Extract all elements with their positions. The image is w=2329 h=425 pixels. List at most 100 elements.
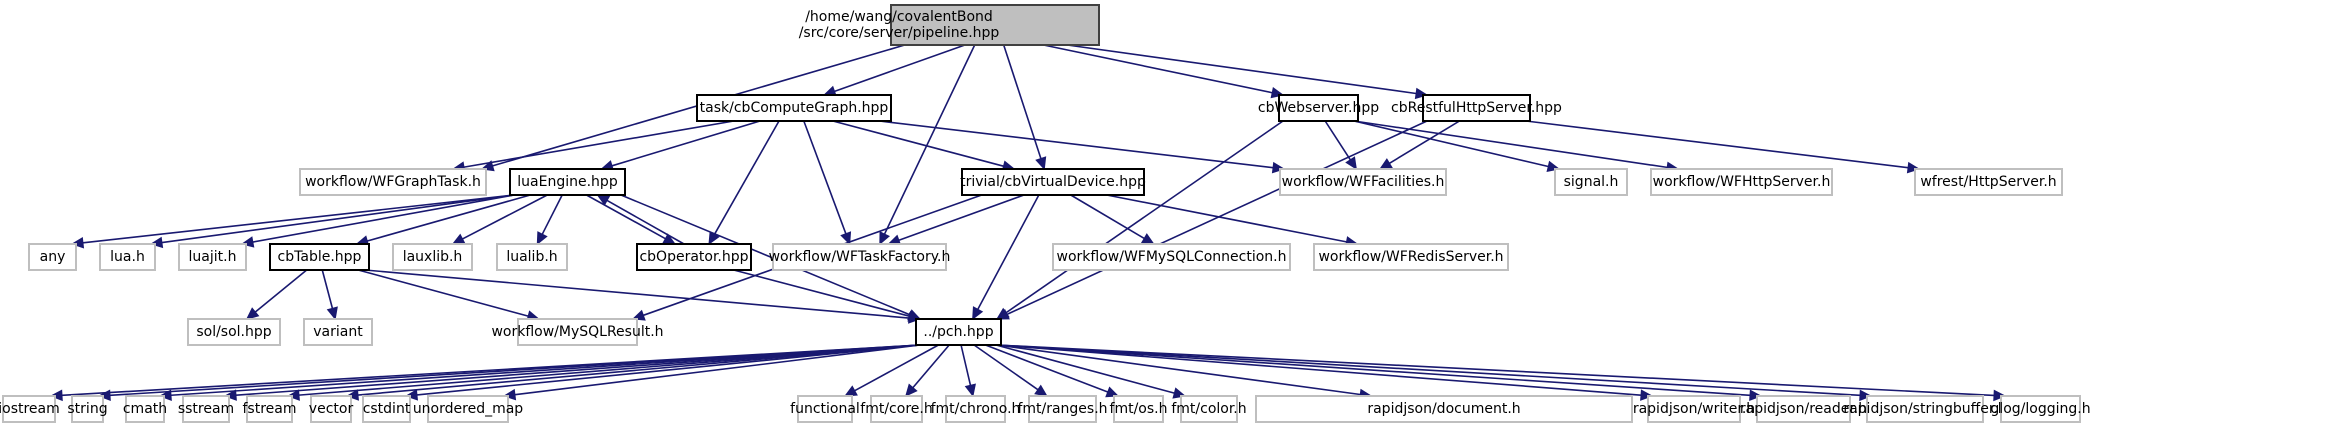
node-box bbox=[1554, 168, 1628, 196]
node-box[interactable] bbox=[1422, 94, 1531, 122]
node-luaengine[interactable]: luaEngine.hpp bbox=[509, 168, 626, 196]
node-sstream: sstream bbox=[178, 395, 234, 423]
edge-pch-to-fmtranges bbox=[973, 344, 1039, 391]
node-label: task/cbComputeGraph.hpp bbox=[700, 100, 889, 116]
node-box[interactable] bbox=[509, 168, 626, 196]
node-box bbox=[496, 243, 568, 271]
edge-cbWebserver-to-WFHttpServer bbox=[1353, 120, 1668, 169]
node-box bbox=[1647, 395, 1741, 423]
edge-cbOperator-to-pch bbox=[733, 269, 910, 317]
arrowhead-icon bbox=[972, 306, 984, 321]
arrowhead-icon bbox=[97, 389, 111, 402]
node-cbtable[interactable]: cbTable.hpp bbox=[269, 243, 370, 271]
node-any: any bbox=[28, 243, 77, 271]
node-root[interactable]: /home/wang/covalentBond/src/core/server/… bbox=[799, 4, 1100, 46]
node-box bbox=[178, 243, 247, 271]
node-box bbox=[1113, 395, 1164, 423]
node-label: workflow/WFTaskFactory.h bbox=[769, 249, 951, 265]
node-box[interactable] bbox=[961, 168, 1145, 196]
edge-cbComputeGraph-to-WFGraphTask bbox=[463, 120, 734, 168]
node-vector: vector bbox=[309, 395, 353, 423]
edge-pch-to-rjwriter bbox=[996, 344, 1642, 396]
edge-luaEngine-to-cbOperator bbox=[586, 194, 666, 240]
edge-pch-to-rjstringbuffer bbox=[996, 344, 1861, 397]
edge-luaEngine-to-any bbox=[82, 194, 515, 244]
edge-cbRestfulHttpServer-to-wfrestHttpServer bbox=[1525, 120, 1909, 169]
node-box[interactable] bbox=[1278, 94, 1359, 122]
arrowhead-icon bbox=[1271, 161, 1286, 174]
arrowhead-icon bbox=[326, 306, 338, 321]
edge-cbComputeGraph-to-cbVirtualDevice bbox=[832, 120, 1004, 167]
edge-luaEngine-to-pch bbox=[620, 194, 911, 316]
node-label: unordered_map bbox=[413, 401, 523, 417]
edge-luaEngine-to-lua bbox=[161, 194, 515, 244]
node-box[interactable] bbox=[915, 318, 1002, 346]
node-wfresthttpserver: wfrest/HttpServer.h bbox=[1914, 168, 2063, 196]
node-functional: functional bbox=[790, 395, 860, 423]
arrowhead-icon bbox=[245, 307, 260, 320]
arrowhead-icon bbox=[840, 231, 852, 246]
node-box bbox=[299, 168, 487, 196]
node-label: luaEngine.hpp bbox=[517, 174, 618, 190]
node-label: cbRestfulHttpServer.hpp bbox=[1391, 100, 1562, 116]
node-cbvirtualdevice[interactable]: trivial/cbVirtualDevice.hpp bbox=[960, 168, 1146, 196]
node-cmath: cmath bbox=[123, 395, 167, 423]
node-label: /home/wang/covalentBond bbox=[805, 9, 993, 25]
node-box bbox=[99, 243, 156, 271]
arrowhead-icon bbox=[70, 236, 85, 249]
node-box[interactable] bbox=[890, 4, 1100, 46]
node-label: lua.h bbox=[110, 249, 145, 265]
node-box[interactable] bbox=[696, 94, 892, 122]
node-box bbox=[246, 395, 293, 423]
arrowhead-icon bbox=[1749, 389, 1763, 401]
node-cstdint: cstdint bbox=[362, 395, 411, 423]
arrowhead-icon bbox=[905, 383, 918, 397]
node-box bbox=[310, 395, 352, 423]
node-box bbox=[71, 395, 104, 423]
node-lauxlib: lauxlib.h bbox=[392, 243, 473, 271]
node-label: lualib.h bbox=[506, 249, 557, 265]
node-label: cbWebserver.hpp bbox=[1258, 100, 1379, 116]
edge-pch-to-vector bbox=[357, 344, 921, 396]
edge-cbVirtualDevice-to-WFRedisServer bbox=[1106, 194, 1347, 243]
edge-cbComputeGraph-to-luaEngine bbox=[611, 120, 761, 167]
edge-pch-to-rjdocument bbox=[996, 344, 1361, 396]
node-cboperator[interactable]: cbOperator.hpp bbox=[636, 243, 752, 271]
edge-cbVirtualDevice-to-WFTaskFactory bbox=[898, 194, 1025, 242]
node-box bbox=[427, 395, 509, 423]
node-cbrestfulhttpserver[interactable]: cbRestfulHttpServer.hpp bbox=[1391, 94, 1562, 122]
node-wfredisserver: workflow/WFRedisServer.h bbox=[1313, 243, 1509, 271]
arrowhead-icon bbox=[536, 231, 548, 246]
node-wftaskfactory: workflow/WFTaskFactory.h bbox=[769, 243, 951, 271]
node-label: rapidjson/writer.h bbox=[1633, 401, 1755, 417]
edge-cbComputeGraph-to-WFTaskFactory bbox=[803, 120, 847, 234]
arrowhead-icon bbox=[879, 231, 890, 246]
arrowhead-icon bbox=[149, 236, 164, 249]
edge-luaEngine-to-lauxlib bbox=[462, 194, 548, 240]
arrowhead-icon bbox=[502, 388, 517, 401]
edges-layer bbox=[49, 44, 2007, 402]
node-box bbox=[1180, 395, 1238, 423]
node-fmtchrono: fmt/chrono.h bbox=[931, 395, 1020, 423]
edge-root-to-cbRestfulHttpServer bbox=[1067, 44, 1417, 95]
node-mysqlresult: workflow/MySQLResult.h bbox=[491, 318, 664, 346]
node-box bbox=[303, 318, 373, 346]
node-box[interactable] bbox=[636, 243, 752, 271]
node-rjdocument: rapidjson/document.h bbox=[1255, 395, 1633, 423]
node-box bbox=[1279, 168, 1447, 196]
node-glog: glog/logging.h bbox=[1990, 395, 2091, 423]
edge-pch-to-glog bbox=[996, 344, 1995, 397]
edge-pch-to-sstream bbox=[235, 344, 921, 396]
node-box bbox=[28, 243, 77, 271]
node-label: workflow/WFHttpServer.h bbox=[1653, 174, 1831, 190]
node-cbcomputegraph[interactable]: task/cbComputeGraph.hpp bbox=[696, 94, 892, 122]
node-luajit: luajit.h bbox=[178, 243, 247, 271]
node-cbwebserver[interactable]: cbWebserver.hpp bbox=[1258, 94, 1379, 122]
node-wfmysqlconnection: workflow/WFMySQLConnection.h bbox=[1052, 243, 1291, 271]
node-label: any bbox=[40, 249, 66, 265]
node-label: fmt/color.h bbox=[1171, 401, 1246, 417]
node-pch[interactable]: ../pch.hpp bbox=[915, 318, 1002, 346]
node-label: workflow/WFMySQLConnection.h bbox=[1057, 249, 1287, 265]
edge-pch-to-rjreader bbox=[996, 344, 1751, 397]
node-box[interactable] bbox=[269, 243, 370, 271]
